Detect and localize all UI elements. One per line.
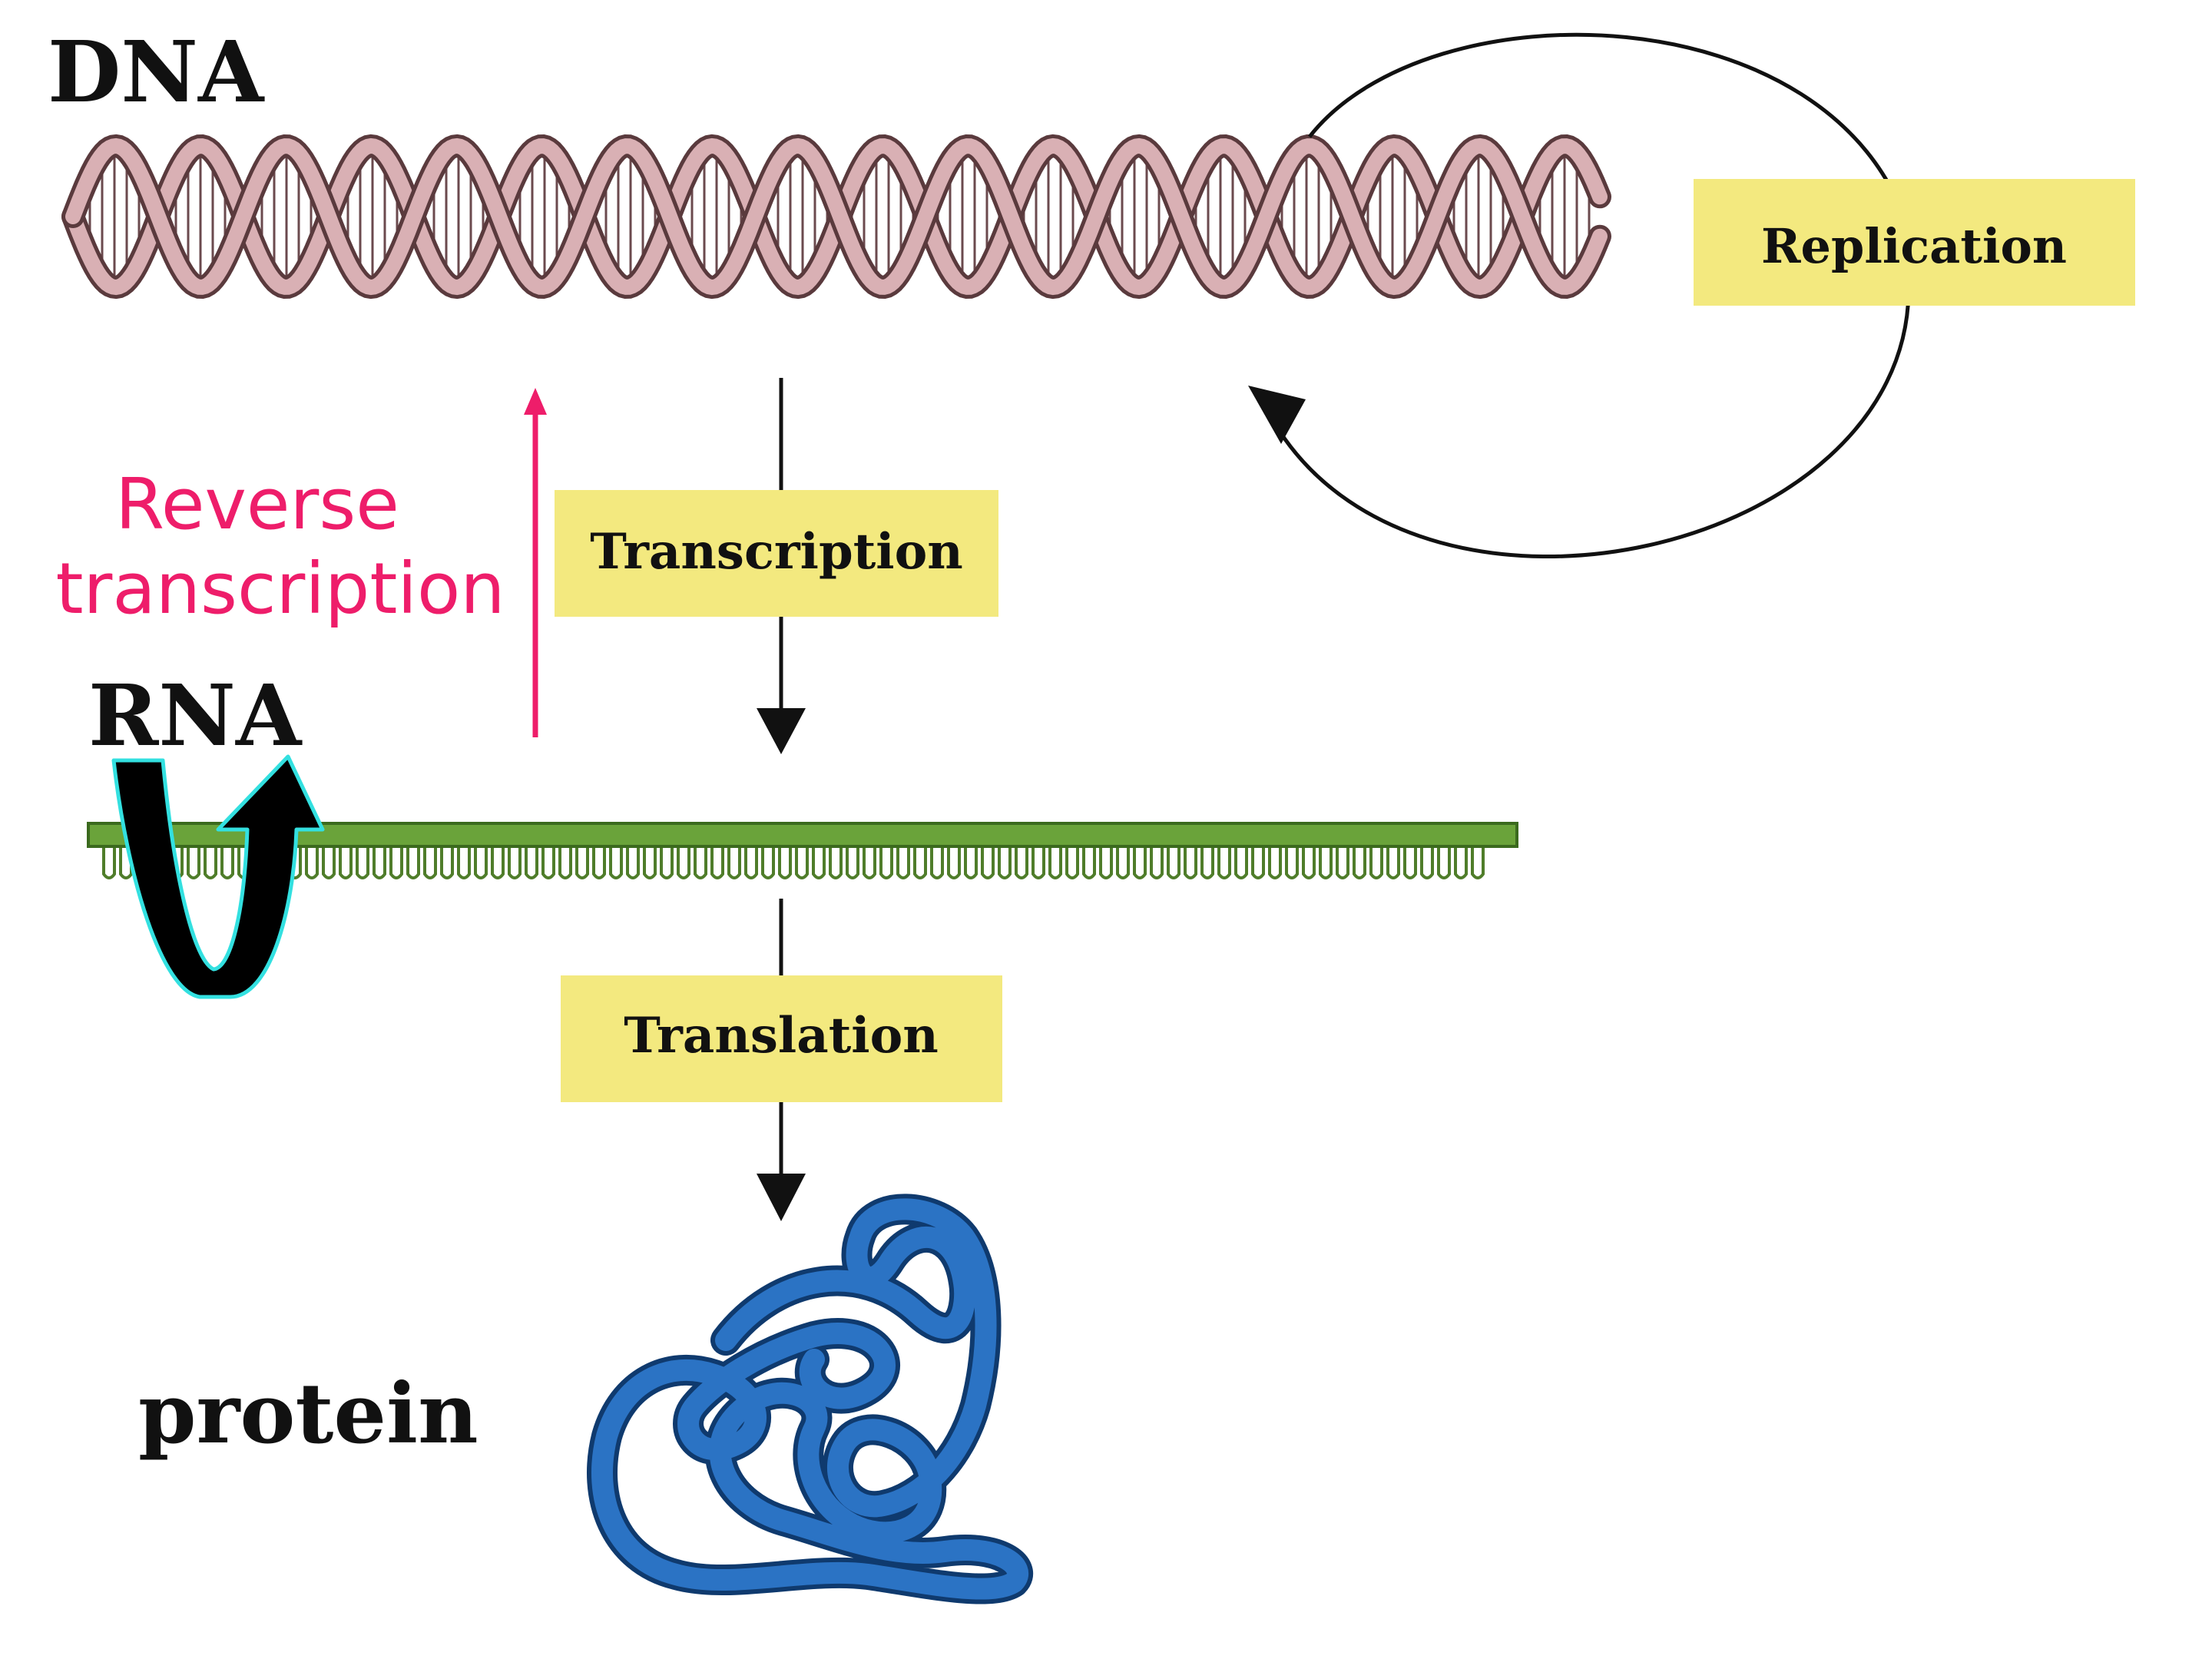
rna-base [761, 845, 775, 879]
rna-base [1031, 845, 1045, 879]
rna-base [1454, 845, 1468, 879]
rna-base [1065, 845, 1079, 879]
rna-base [119, 845, 133, 879]
rna-base [592, 845, 606, 879]
reverse-transcription: Reverse transcription [55, 388, 547, 737]
rna-base [220, 845, 234, 879]
rna-base [1268, 845, 1282, 879]
rna-base [1234, 845, 1248, 879]
rna-base [1336, 845, 1349, 879]
rna-base [474, 845, 488, 879]
rna-base [322, 845, 336, 879]
rna-base [558, 845, 572, 879]
rna-base [1420, 845, 1434, 879]
replication-process: Replication [1694, 179, 2135, 306]
rna-base [1184, 845, 1197, 879]
protein-label: protein [138, 1366, 478, 1462]
protein-structure [587, 1194, 1034, 1604]
rna-base [829, 845, 843, 879]
rna-base [677, 845, 690, 879]
dna-label: DNA [48, 22, 265, 121]
rna-base [727, 845, 741, 879]
rna-base [457, 845, 471, 879]
rna-base [1319, 845, 1333, 879]
transcription-process: Transcription [555, 378, 998, 754]
rna-base [1082, 845, 1096, 879]
rna-base [1150, 845, 1164, 879]
rna-base [187, 845, 200, 879]
rna-base [1167, 845, 1181, 879]
rna-base [1217, 845, 1231, 879]
rna-base [913, 845, 927, 879]
rna-base [964, 845, 978, 879]
rna-base [778, 845, 792, 879]
replication-box [1694, 179, 2135, 306]
translation-box [561, 975, 1002, 1102]
rna-base [1251, 845, 1265, 879]
rna-base [389, 845, 403, 879]
transcription-label: Transcription [590, 523, 963, 581]
rna-base [609, 845, 623, 879]
rna-base [710, 845, 724, 879]
rna-base [744, 845, 758, 879]
rna-base [491, 845, 505, 879]
transcription-box [555, 490, 998, 617]
rna-base [1200, 845, 1214, 879]
rna-base [541, 845, 555, 879]
dna-helix [61, 134, 1611, 300]
rna-base [1403, 845, 1417, 879]
replication-label: Replication [1761, 218, 2067, 274]
rna-base [846, 845, 859, 879]
rna-base [1369, 845, 1383, 879]
reverse-transcription-label-line2: transcription [55, 548, 505, 630]
rna-label: RNA [88, 666, 303, 765]
rna-base [1437, 845, 1451, 879]
rna-base [406, 845, 420, 879]
rna-base [1133, 845, 1147, 879]
rna-base [1353, 845, 1366, 879]
rna-base [373, 845, 386, 879]
rna-base [102, 845, 116, 879]
reverse-transcription-label-line1: Reverse [115, 463, 399, 545]
rna-base [930, 845, 944, 879]
rna-base [896, 845, 910, 879]
rna-base [643, 845, 657, 879]
rna-base [575, 845, 589, 879]
rna-base [1285, 845, 1299, 879]
rna-base [1471, 845, 1485, 879]
rna-base [795, 845, 809, 879]
rna-replication-loop-arrow [111, 754, 325, 999]
rna-base [204, 845, 217, 879]
rna-base [660, 845, 674, 879]
rna-base [947, 845, 961, 879]
rna-base [981, 845, 995, 879]
rna-base [998, 845, 1012, 879]
translation-label: Translation [624, 1007, 939, 1065]
rna-base [879, 845, 893, 879]
translation-process: Translation [561, 899, 1002, 1221]
rna-base [1116, 845, 1130, 879]
rna-base [356, 845, 369, 879]
rna-base [694, 845, 707, 879]
rna-base [1386, 845, 1400, 879]
replication-loop-arrow [1248, 32, 1911, 559]
rna-base [1048, 845, 1062, 879]
rna-base [1015, 845, 1028, 879]
rna-base [626, 845, 640, 879]
rna-base [508, 845, 522, 879]
rna-base [423, 845, 437, 879]
rna-base [525, 845, 538, 879]
rna-base [812, 845, 826, 879]
rna-base [1099, 845, 1113, 879]
rna-base [863, 845, 876, 879]
rna-base [305, 845, 319, 879]
rna-base [339, 845, 353, 879]
rna-strand [87, 822, 1518, 879]
rna-base [1302, 845, 1316, 879]
rna-base [440, 845, 454, 879]
